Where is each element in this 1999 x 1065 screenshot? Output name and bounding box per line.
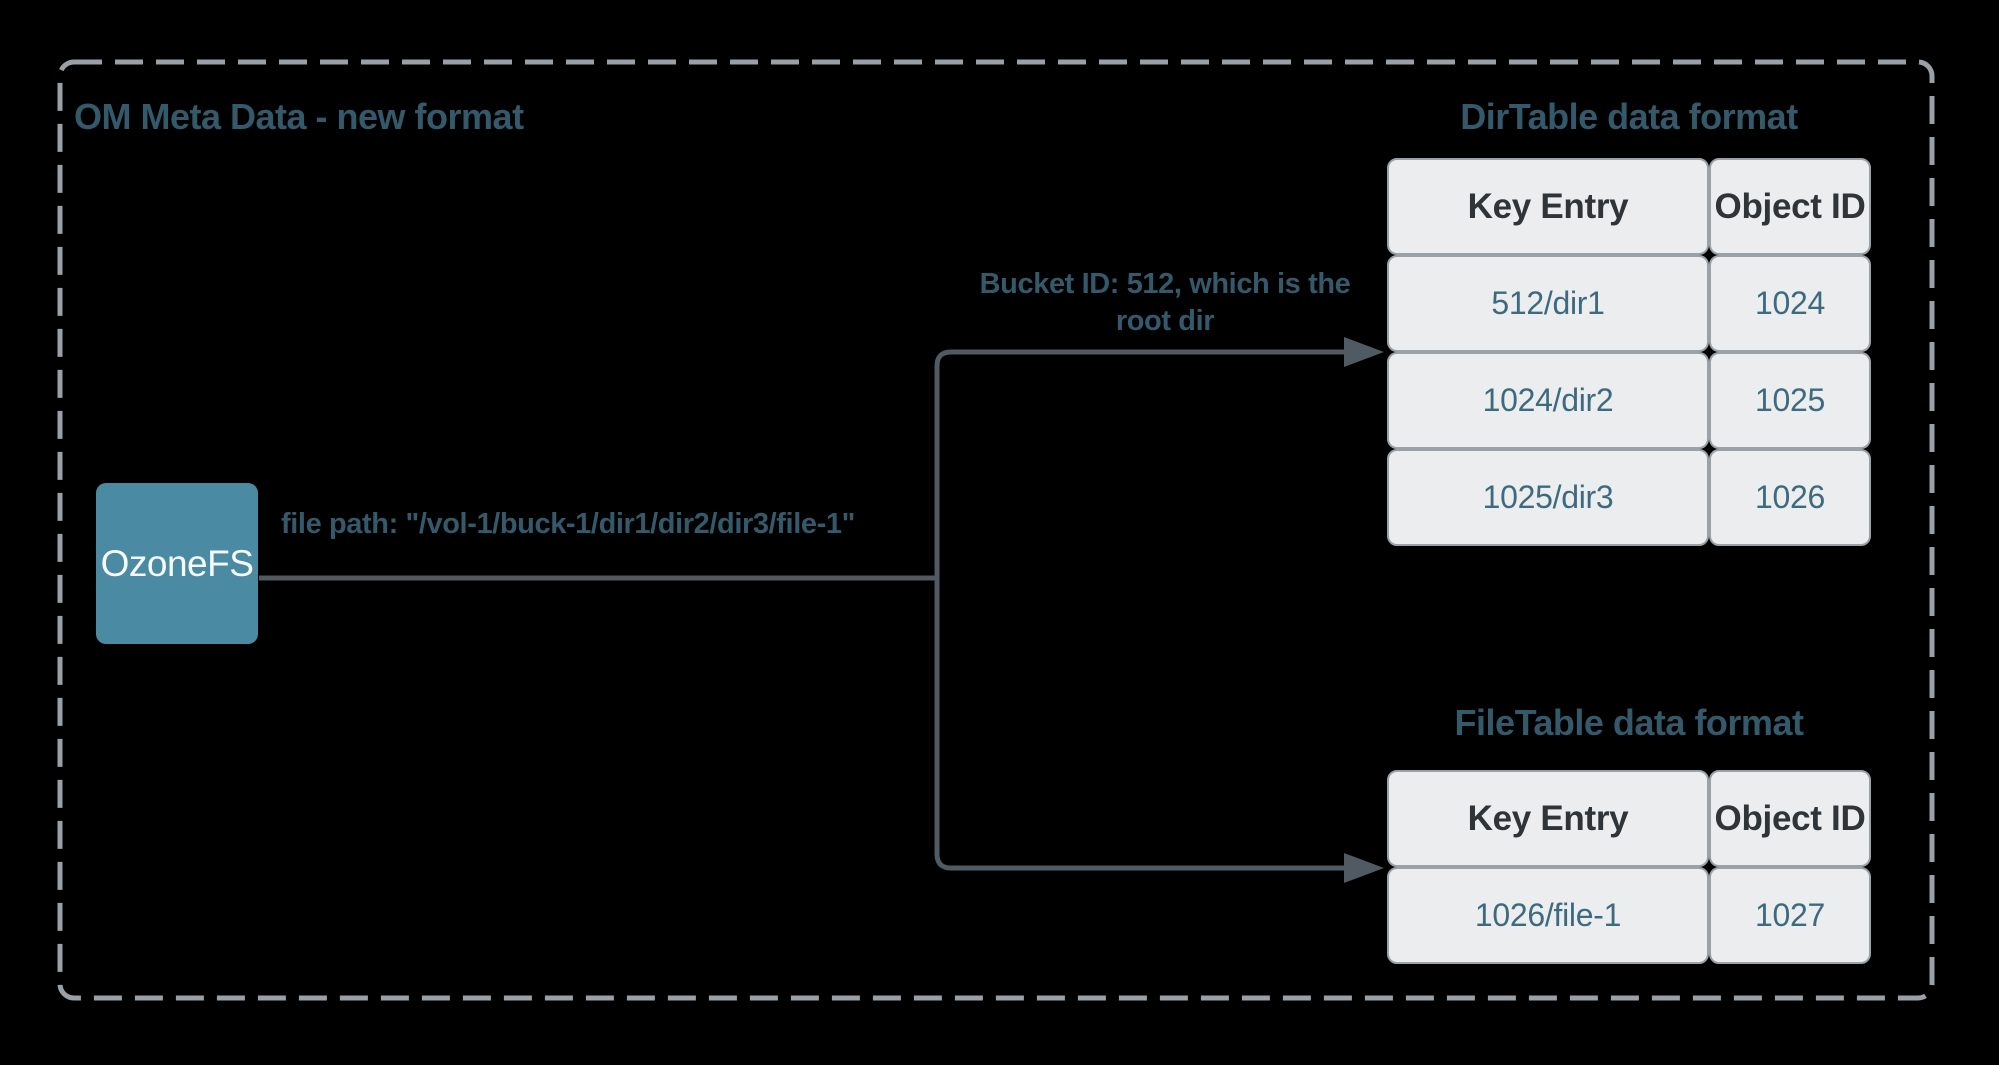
dirtable: Key Entry Object ID 512/dir1 1024 1024/d… (1387, 158, 1871, 546)
dirtable-title: DirTable data format (1460, 96, 1798, 137)
filetable-cell-key: 1026/file-1 (1387, 867, 1709, 964)
dirtable-cell-key: 1025/dir3 (1387, 449, 1709, 546)
dirtable-cell-key: 512/dir1 (1387, 255, 1709, 352)
file-path-edge-label: file path: "/vol-1/buck-1/dir1/dir2/dir3… (281, 508, 855, 540)
diagram-title: OM Meta Data - new format (74, 96, 524, 137)
filetable-cell-objectid: 1027 (1709, 867, 1871, 964)
filetable: Key Entry Object ID 1026/file-1 1027 (1387, 770, 1871, 964)
bucket-id-edge-label-line1: Bucket ID: 512, which is the (979, 268, 1351, 300)
filetable-header-key-entry: Key Entry (1387, 770, 1709, 867)
dirtable-cell-key: 1024/dir2 (1387, 352, 1709, 449)
bucket-id-edge-label: Bucket ID: 512, which is the root dir (970, 266, 1360, 340)
filetable-arrowhead-icon (1344, 853, 1384, 883)
connector-dirtable-line (934, 349, 1346, 578)
dirtable-cell-objectid: 1024 (1709, 255, 1871, 352)
ozonefs-node: OzoneFS (96, 483, 258, 644)
bucket-id-edge-label-line2: root dir (1115, 305, 1215, 337)
filetable-title: FileTable data format (1454, 702, 1804, 743)
dirtable-cell-objectid: 1026 (1709, 449, 1871, 546)
filetable-header-object-id: Object ID (1709, 770, 1871, 867)
dirtable-arrowhead-icon (1344, 337, 1384, 367)
dirtable-header-key-entry: Key Entry (1387, 158, 1709, 255)
dirtable-cell-objectid: 1025 (1709, 352, 1871, 449)
connector-filetable-line (934, 578, 1346, 871)
dirtable-header-object-id: Object ID (1709, 158, 1871, 255)
